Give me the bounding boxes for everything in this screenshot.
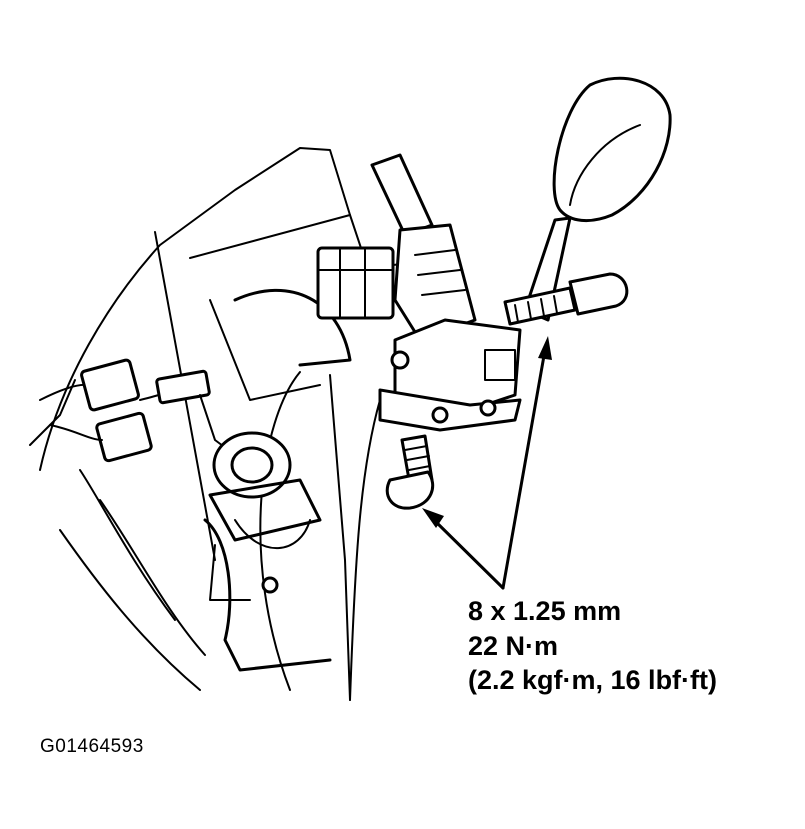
figure-id: G01464593 xyxy=(40,736,144,757)
harness-connectors xyxy=(39,358,236,463)
arrowhead-up xyxy=(538,336,552,360)
bolt-size-label: 8 x 1.25 mm xyxy=(468,596,622,626)
right-mounting-bolt xyxy=(503,272,629,326)
arrowhead-left xyxy=(422,508,444,528)
console-housing-outline xyxy=(29,147,381,701)
shift-bracket xyxy=(378,318,522,432)
callout-leader-lines xyxy=(422,336,552,590)
torque-nm-label: 22 N·m xyxy=(468,631,559,661)
shift-gate-mechanism xyxy=(208,431,322,601)
torque-alt-units-label: (2.2 kgf·m, 16 lbf·ft) xyxy=(468,665,718,695)
lever-arm xyxy=(370,153,477,342)
lower-mounting-bolt xyxy=(385,434,434,510)
